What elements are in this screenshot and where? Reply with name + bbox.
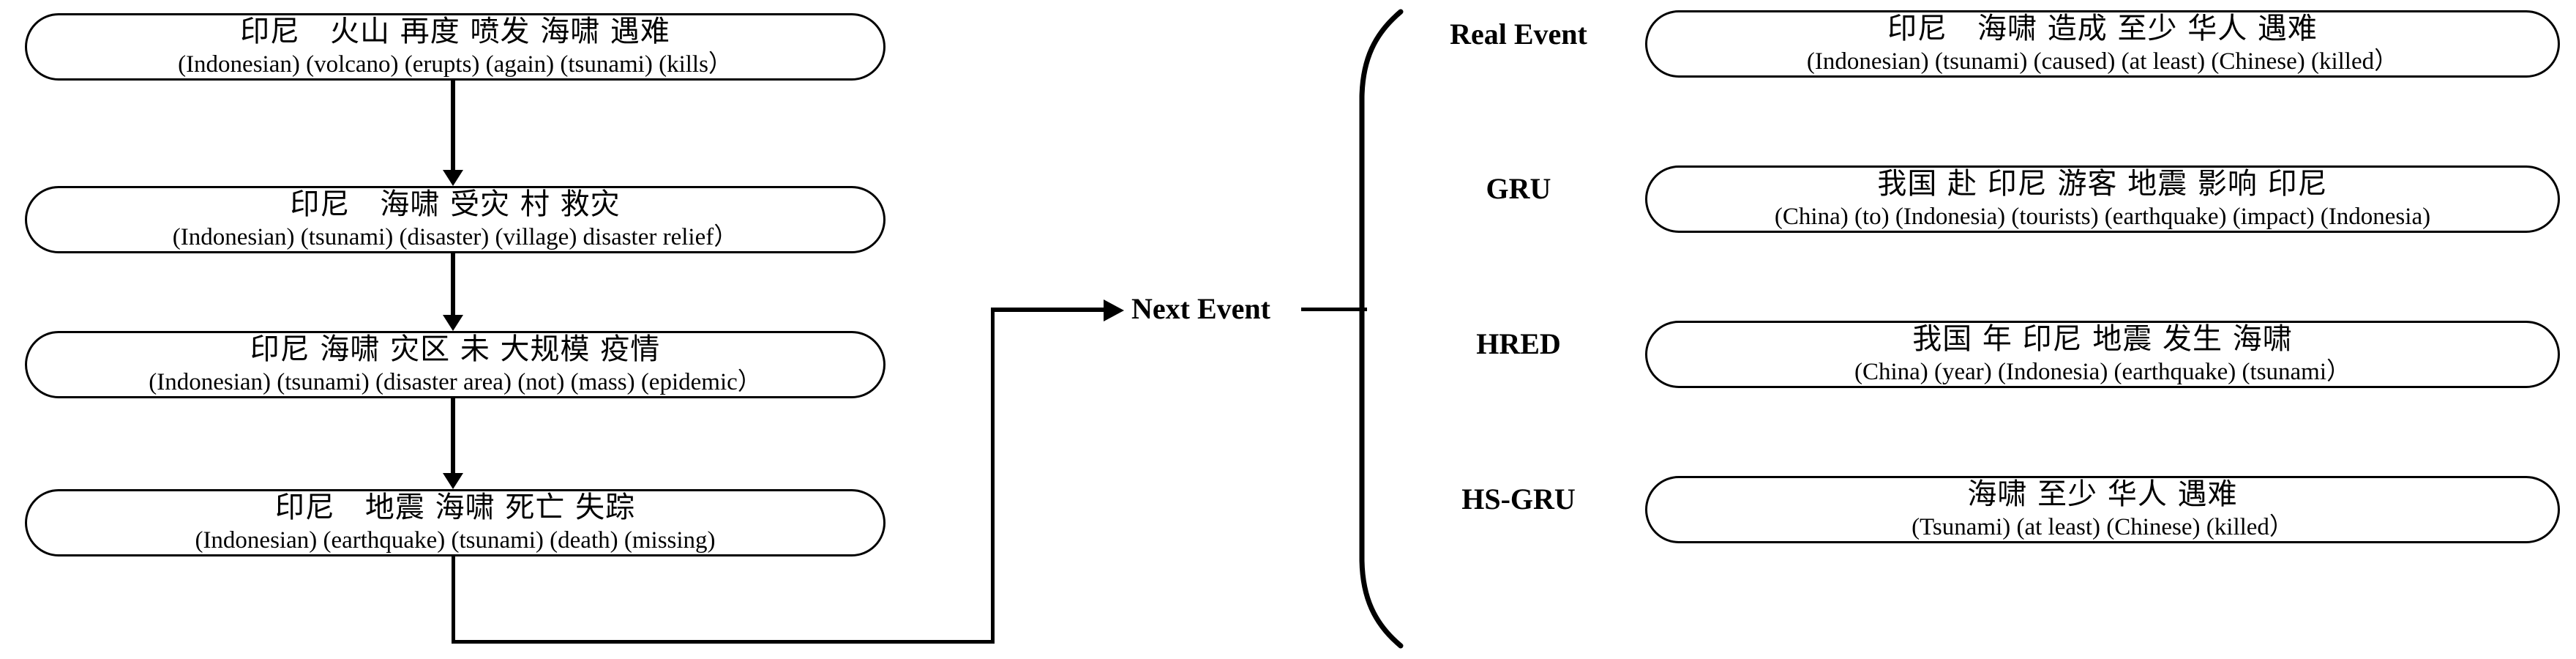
input-event-box-1: 印尼 火山 再度 喷发 海啸 遇难 (Indonesian) (volcano)… <box>25 13 886 81</box>
loop-segment-up <box>991 308 995 644</box>
model-label-gru: GRU <box>1486 172 1551 205</box>
prediction-hred-chinese: 我国 年 印尼 地震 发生 海啸 <box>1912 321 2293 356</box>
input-event-1-english: (Indonesian) (volcano) (erupts) (again) … <box>178 51 733 78</box>
prediction-box-real-event: 印尼 海啸 造成 至少 华人 遇难 (Indonesian) (tsunami)… <box>1645 10 2560 78</box>
loop-segment-across <box>452 640 995 644</box>
input-event-4-chinese: 印尼 地震 海啸 死亡 失踪 <box>274 490 636 524</box>
prediction-box-hred: 我国 年 印尼 地震 发生 海啸 (China) (year) (Indones… <box>1645 321 2560 388</box>
input-event-2-english: (Indonesian) (tsunami) (disaster) (villa… <box>172 223 738 250</box>
prediction-hs-gru-chinese: 海啸 至少 华人 遇难 <box>1967 477 2238 511</box>
input-event-1-chinese: 印尼 火山 再度 喷发 海啸 遇难 <box>240 14 670 48</box>
left-brace-icon <box>1352 7 1404 650</box>
prediction-real-event-chinese: 印尼 海啸 造成 至少 华人 遇难 <box>1887 11 2318 45</box>
model-label-hred: HRED <box>1476 327 1561 360</box>
prediction-box-hs-gru: 海啸 至少 华人 遇难 (Tsunami) (at least) (Chines… <box>1645 476 2560 543</box>
input-event-box-2: 印尼 海啸 受灾 村 救灾 (Indonesian) (tsunami) (di… <box>25 186 886 253</box>
prediction-gru-english: (China) (to) (Indonesia) (tourists) (ear… <box>1774 203 2431 230</box>
model-label-hs-gru: HS-GRU <box>1461 483 1576 515</box>
loop-segment-down <box>452 556 455 644</box>
model-label-real-event: Real Event <box>1450 18 1587 51</box>
loop-segment-to-next <box>991 308 1112 312</box>
down-arrow-icon-2 <box>443 253 463 331</box>
prediction-hs-gru-english: (Tsunami) (at least) (Chinese) (killed） <box>1912 513 2294 540</box>
input-event-4-english: (Indonesian) (earthquake) (tsunami) (dea… <box>195 526 716 554</box>
down-arrow-icon-3 <box>443 398 463 489</box>
prediction-hred-english: (China) (year) (Indonesia) (earthquake) … <box>1854 358 2351 385</box>
input-event-box-3: 印尼 海啸 灾区 未 大规模 疫情 (Indonesian) (tsunami)… <box>25 331 886 398</box>
prediction-real-event-english: (Indonesian) (tsunami) (caused) (at leas… <box>1806 48 2399 75</box>
prediction-box-gru: 我国 赴 印尼 游客 地震 影响 印尼 (China) (to) (Indone… <box>1645 165 2560 233</box>
input-event-2-chinese: 印尼 海啸 受灾 村 救灾 <box>290 187 621 221</box>
down-arrow-icon-1 <box>443 81 463 186</box>
right-arrow-icon <box>1104 299 1124 321</box>
next-event-to-brace-connector <box>1301 308 1367 311</box>
input-event-3-chinese: 印尼 海啸 灾区 未 大规模 疫情 <box>250 332 661 366</box>
prediction-gru-chinese: 我国 赴 印尼 游客 地震 影响 印尼 <box>1877 166 2328 201</box>
input-event-3-english: (Indonesian) (tsunami) (disaster area) (… <box>149 368 762 395</box>
next-event-label: Next Event <box>1131 292 1270 325</box>
input-event-box-4: 印尼 地震 海啸 死亡 失踪 (Indonesian) (earthquake)… <box>25 489 886 556</box>
